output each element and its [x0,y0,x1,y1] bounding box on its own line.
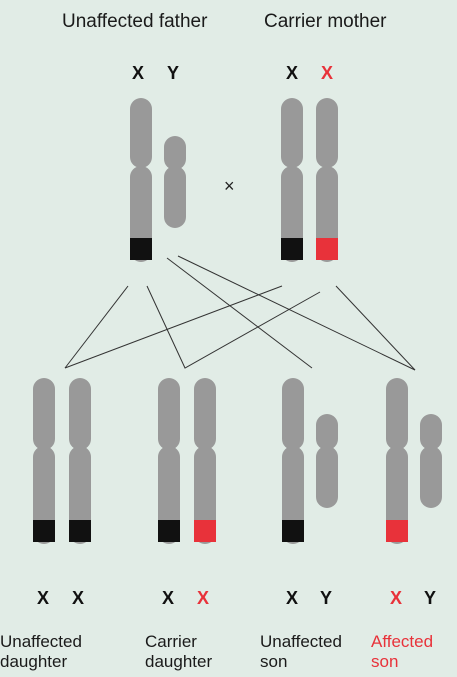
cross-symbol: × [224,176,235,196]
offspring-1-x2-letter: X [72,588,85,608]
offspring-3-chromosomes [282,378,338,544]
offspring-2-x2-letter: X [197,588,210,608]
mother-x-letter: X [286,63,299,83]
normal-gene-band [281,238,303,260]
offspring-1-chromosomes [33,378,91,544]
mother-label: Carrier mother [264,11,387,32]
inheritance-lines [64,255,416,371]
offspring-4-y-letter: Y [424,588,437,608]
offspring-3-y-letter: Y [320,588,333,608]
offspring-3-label-line1: Unaffected [260,632,342,651]
father-x-chromosome [130,98,152,262]
offspring-1-x1-letter: X [37,588,50,608]
offspring-4-label-line1: Affected [371,632,434,651]
father-y-letter: Y [167,63,180,83]
mutant-gene-band [316,238,338,260]
father-y-chromosome [164,136,186,228]
offspring-1-label-line1: Unaffected [0,632,82,651]
mother-x-mutant-chromosome [316,98,338,262]
offspring-2-label-line2: daughter [145,652,213,671]
offspring-3-label-line2: son [260,652,288,671]
mother-x-chromosome [281,98,303,262]
offspring-1-label-line2: daughter [0,652,68,671]
mother-x-mutant-letter: X [321,63,334,83]
offspring-2-x1-letter: X [162,588,175,608]
offspring-2-label-line1: Carrier [145,632,197,651]
normal-gene-band [130,238,152,260]
father-x-letter: X [132,63,145,83]
offspring-4-x-letter: X [390,588,403,608]
father-label: Unaffected father [62,11,208,32]
offspring-2-chromosomes [158,378,216,544]
offspring-4-chromosomes [386,378,442,544]
offspring-3-x-letter: X [286,588,299,608]
offspring-4-label-line2: son [371,652,399,671]
